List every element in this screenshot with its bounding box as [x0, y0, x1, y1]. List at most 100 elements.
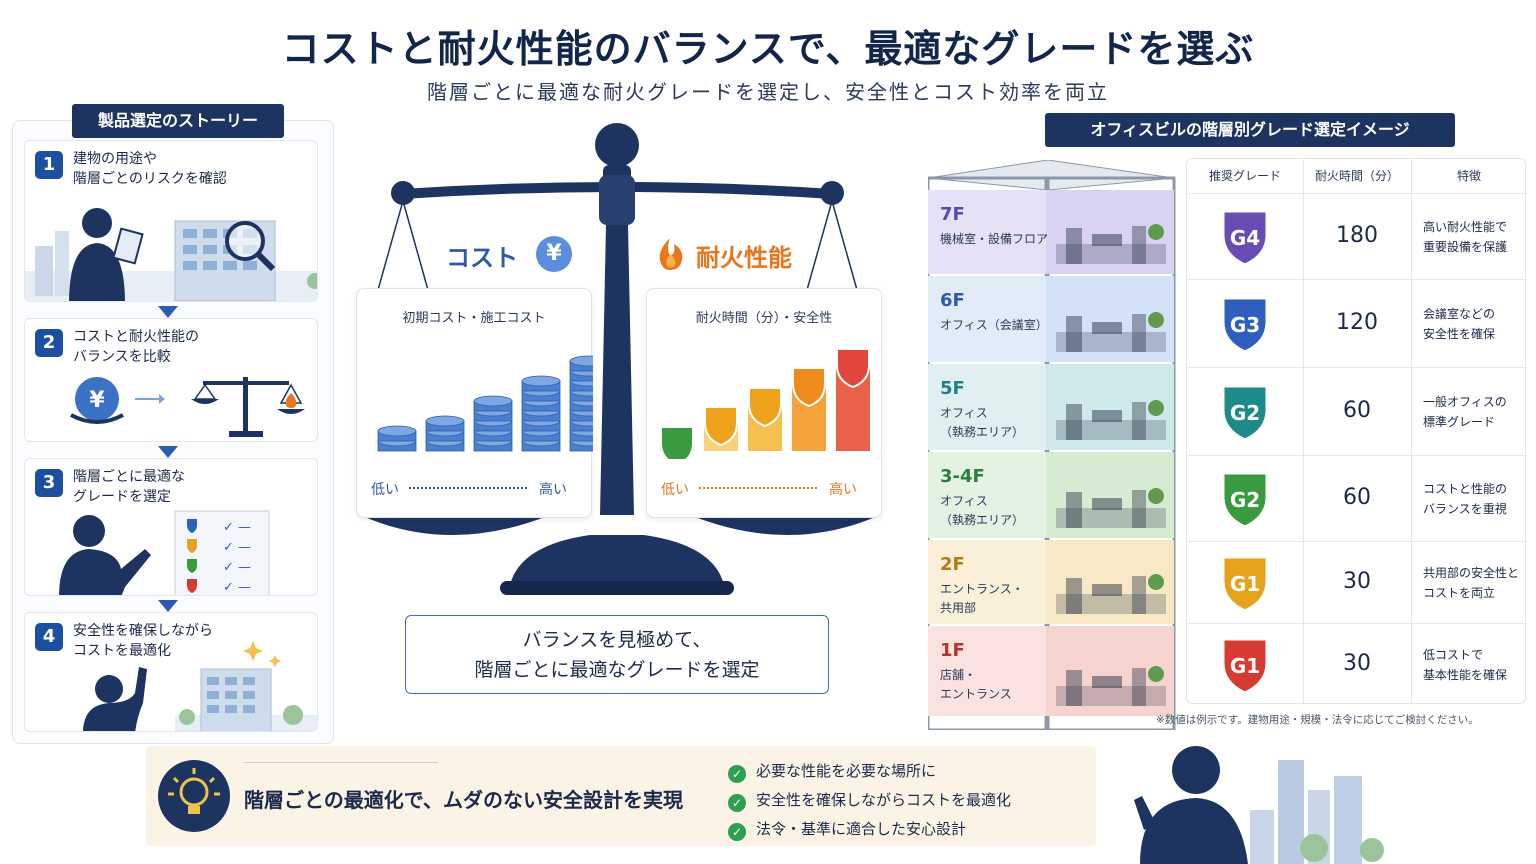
floor-label: 5F [940, 378, 965, 399]
step-number: 2 [35, 329, 63, 357]
fire-time-value: 120 [1336, 310, 1378, 335]
yen-icon: ¥ [89, 388, 105, 413]
grade-feature: 低コストで基本性能を確保 [1423, 648, 1508, 682]
fire-performance-label: 耐火性能 [696, 244, 792, 272]
grade-row: G2 60 コストと性能のバランスを重視 [1187, 455, 1527, 541]
floor-label: 2F [940, 554, 965, 575]
grade-badge-icon: G3 [1221, 296, 1269, 354]
grade-feature: 会議室などの安全性を確保 [1423, 307, 1496, 341]
check-icon: ✓ [728, 794, 746, 812]
floor-label: 6F [940, 290, 965, 311]
step-number: 1 [35, 151, 63, 179]
floor-description: オフィス（執務エリア） [940, 406, 1025, 439]
floor-description: 店舗・エントランス [940, 668, 1012, 701]
shield-bar [748, 387, 782, 451]
shield-bar [836, 348, 870, 451]
fire-time-value: 180 [1336, 223, 1378, 248]
floor-3-4f: 3-4F オフィス（執務エリア） [928, 452, 1174, 538]
coin-stack [377, 425, 417, 452]
svg-text:G2: G2 [1230, 401, 1260, 425]
step-text: 階層ごとに最適なグレードを選定 [73, 469, 185, 505]
coin-stack [521, 375, 561, 452]
step-text: 安全性を確保しながらコストを最適化 [73, 623, 213, 659]
svg-text:✓ —: ✓ — [223, 580, 251, 595]
shield-bars [660, 348, 870, 459]
feature-header: 特徴 [1456, 169, 1481, 183]
check-icon: ✓ [728, 823, 746, 841]
fire-axis-arrow [699, 487, 817, 489]
check-item-2: ✓安全性を確保しながらコストを最適化 [728, 789, 1011, 812]
fire-time-value: 60 [1343, 398, 1371, 423]
floor-5f: 5F オフィス（執務エリア） [928, 364, 1174, 450]
footnote: ※数値は例示です。建物用途・規模・法令に応じてご検討ください。 [1156, 714, 1479, 726]
grade-badge-icon: G2 [1221, 471, 1269, 529]
shield-bar [704, 406, 738, 451]
floor-description: エントランス・共用部 [940, 582, 1024, 615]
summary-message: 階層ごとの最適化で、ムダのない安全設計を実現 [244, 788, 683, 812]
floor-description: オフィス（執務エリア） [940, 494, 1025, 527]
time-header: 耐火時間（分） [1314, 169, 1399, 183]
page-title: コストと耐火性能のバランスで、最適なグレードを選ぶ [281, 27, 1255, 71]
floor-label: 3-4F [940, 466, 985, 487]
flame-icon [659, 238, 683, 270]
fire-time-value: 60 [1343, 485, 1371, 510]
grade-badge-icon: G1 [1221, 637, 1269, 695]
shield-bar [660, 426, 694, 459]
shield-icon [660, 426, 694, 459]
step-number: 4 [35, 623, 63, 651]
balance-scale [360, 123, 880, 595]
svg-text:✓ —: ✓ — [223, 560, 251, 575]
balance-message: バランスを見極めて、 階層ごとに最適なグレードを選定 [405, 615, 829, 694]
step-text: コストと耐火性能のバランスを比較 [73, 329, 199, 365]
floor-label: 7F [940, 204, 965, 225]
floor-label: 1F [940, 640, 965, 661]
coin-stacks [377, 355, 593, 452]
cost-label: コスト [446, 244, 518, 272]
divider [244, 762, 438, 763]
step-text: 建物の用途や階層ごとのリスクを確認 [73, 151, 227, 187]
page-subtitle: 階層ごとに最適な耐火グレードを選定し、安全性とコスト効率を両立 [427, 80, 1109, 104]
coin-stack [425, 415, 465, 452]
cost-card-title: 初期コスト・施工コスト [402, 311, 546, 326]
cost-low-label: 低い [371, 482, 399, 498]
step-number: 3 [35, 469, 63, 497]
coin-stack [569, 355, 593, 452]
grade-feature: コストと性能のバランスを重視 [1423, 482, 1508, 516]
svg-text:G3: G3 [1230, 313, 1260, 337]
story-title: 製品選定のストーリー [72, 104, 284, 138]
svg-text:G4: G4 [1230, 226, 1260, 250]
step-arrow [158, 446, 178, 458]
shield-icon [792, 367, 826, 408]
check-item-1: ✓必要な性能を必要な場所に [728, 760, 936, 783]
floor-interior [1056, 400, 1166, 440]
shield-icon [836, 348, 870, 389]
shield-icon [704, 406, 738, 447]
grade-badge-icon: G2 [1221, 384, 1269, 442]
fire-card: 耐火時間（分）・安全性 低い 高い [646, 288, 882, 518]
grade-row: G3 120 会議室などの安全性を確保 [1187, 279, 1527, 367]
sparkle-icon [243, 641, 263, 661]
fire-time-value: 30 [1343, 569, 1371, 594]
selection-illustration: ✓ — ✓ — ✓ — ✓ — [59, 510, 270, 595]
fire-time-value: 30 [1343, 651, 1371, 676]
story-step-2: 2 コストと耐火性能のバランスを比較 ¥ [24, 318, 318, 442]
floor-2f: 2F エントランス・共用部 [928, 540, 1174, 624]
story-step-4: 4 安全性を確保しながらコストを最適化 [24, 612, 318, 732]
person-city-illustration [1134, 746, 1384, 864]
optimize-illustration [83, 641, 317, 731]
story-step-1: 1 建物の用途や階層ごとのリスクを確認 [24, 140, 318, 302]
svg-text:✓ —: ✓ — [223, 520, 251, 535]
flame-icon [285, 393, 297, 408]
shield-icon [748, 387, 782, 428]
step-arrow [158, 306, 178, 318]
fire-high-label: 高い [829, 482, 857, 498]
floor-1f: 1F 店舗・エントランス [928, 626, 1174, 716]
check-item-3: ✓法令・基準に適合した安心設計 [728, 818, 966, 841]
floor-interior [1056, 666, 1166, 706]
check-icon: ✓ [728, 765, 746, 783]
